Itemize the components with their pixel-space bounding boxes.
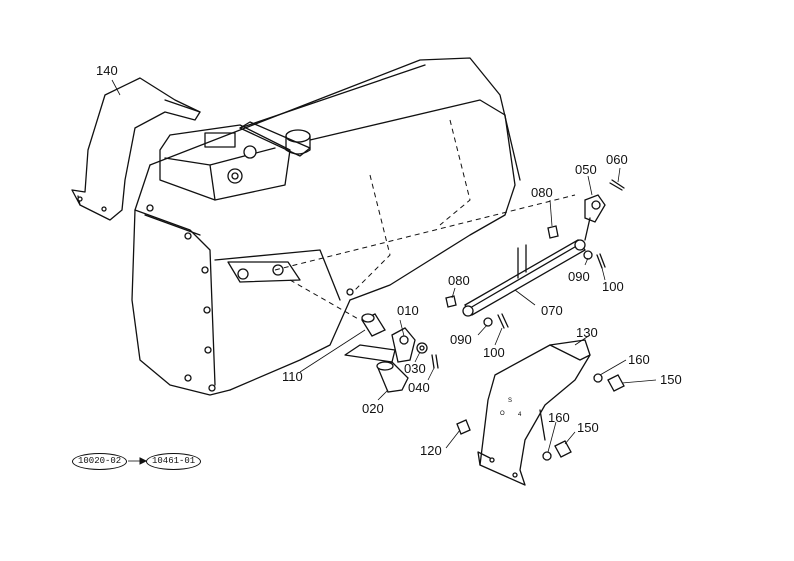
callout-110: 110 <box>282 369 303 384</box>
part-090-washer-a <box>583 250 593 260</box>
callout-010: 010 <box>397 303 419 318</box>
svg-text:O: O <box>500 411 505 417</box>
svg-text:S: S <box>508 398 512 404</box>
part-110-bushing <box>361 313 386 337</box>
shaft-centerline <box>274 194 576 271</box>
callout-130: 130 <box>576 325 598 340</box>
part-150-bolt-b <box>554 440 572 458</box>
part-160-washer-a <box>593 373 603 383</box>
svg-text:4: 4 <box>518 412 522 418</box>
part-090-washer-b <box>483 317 493 327</box>
reference-bubble-to: 10461-01 <box>146 453 202 470</box>
leader-lines <box>111 79 657 465</box>
callout-080-upper: 080 <box>531 185 553 200</box>
part-080-pin-a <box>547 225 559 239</box>
callout-160-lower: 160 <box>548 410 570 425</box>
part-100-cotter-pin-b <box>497 313 509 329</box>
part-070-link-rod <box>462 239 586 317</box>
part-020-handle-grip <box>376 361 409 393</box>
part-100-cotter-pin-a <box>596 253 606 269</box>
callout-030: 030 <box>404 361 426 376</box>
part-050-arm <box>584 194 606 241</box>
part-010-lever <box>344 327 416 363</box>
part-080-pin-b <box>445 295 457 308</box>
callout-060: 060 <box>606 152 628 167</box>
callout-150-lower: 150 <box>577 420 599 435</box>
callout-040: 040 <box>408 380 430 395</box>
part-030-nut-inner <box>419 345 425 351</box>
callout-150-upper: 150 <box>660 372 682 387</box>
callout-070: 070 <box>541 303 563 318</box>
callout-020: 020 <box>362 401 384 416</box>
callout-090-upper: 090 <box>568 269 590 284</box>
callout-100-upper: 100 <box>602 279 624 294</box>
part-130-shield-plate: S O 4 <box>477 339 591 486</box>
transmission-case <box>131 57 521 396</box>
part-160-washer-b <box>542 451 552 461</box>
part-140-fender-cover <box>71 77 201 221</box>
callout-080-lower: 080 <box>448 273 470 288</box>
shaft-centerline-lower <box>289 279 361 321</box>
callout-090-lower: 090 <box>450 332 472 347</box>
part-040-pin <box>431 354 439 369</box>
callout-120: 120 <box>420 443 442 458</box>
callout-050: 050 <box>575 162 597 177</box>
reference-bubble-from: 10020-02 <box>72 453 128 470</box>
part-060-pin <box>609 179 625 191</box>
part-150-bolt-a <box>607 374 625 392</box>
callout-100-lower: 100 <box>483 345 505 360</box>
callout-160-upper: 160 <box>628 352 650 367</box>
callout-140: 140 <box>96 63 118 78</box>
